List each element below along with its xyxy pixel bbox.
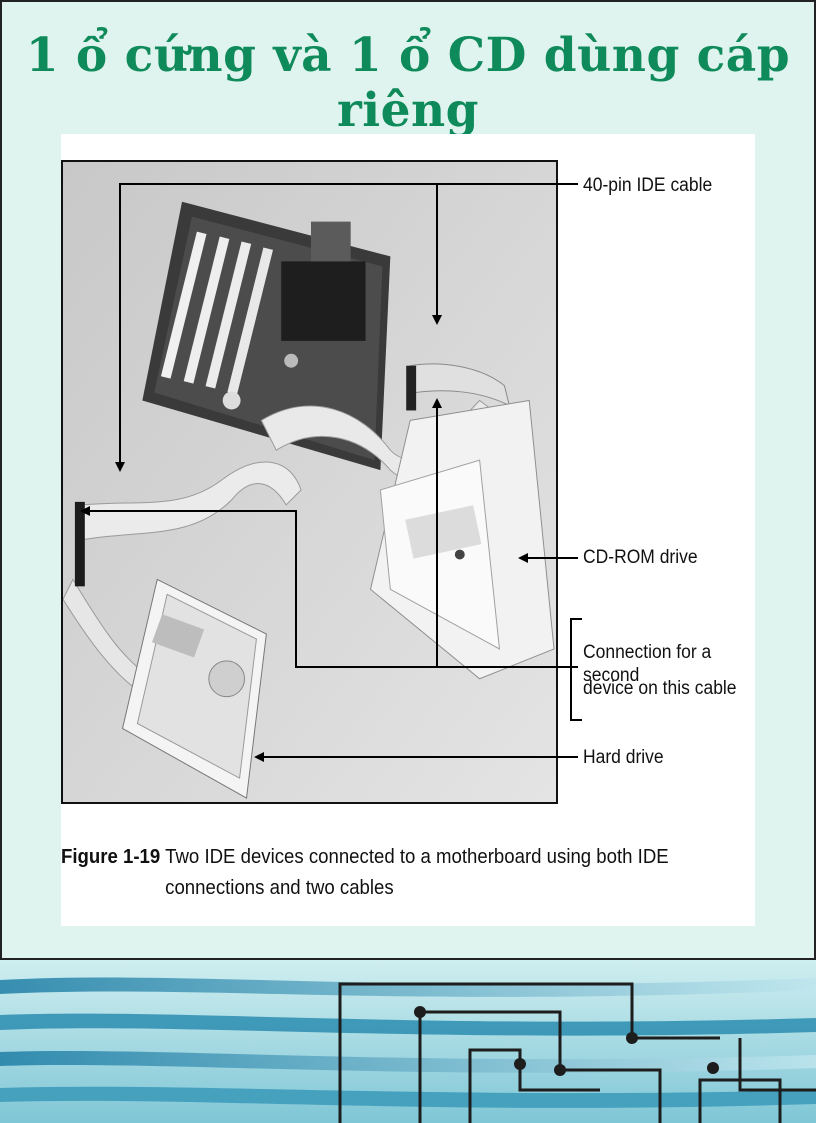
figure-panel: 40-pin IDE cable CD-ROM drive Connection… bbox=[61, 134, 755, 926]
callout-second-device-line1: Connection for a second bbox=[583, 642, 712, 686]
slide-title: 1 ổ cứng và 1 ổ CD dùng cáp riêng bbox=[25, 28, 791, 138]
figure-caption-text: Two IDE devices connected to a motherboa… bbox=[165, 846, 669, 899]
figure-number: Figure 1-19 bbox=[61, 846, 161, 868]
circuit-decoration-band bbox=[0, 960, 816, 1123]
callout-second-device-line2: device on this cable bbox=[583, 678, 737, 699]
callout-cdrom-drive: CD-ROM drive bbox=[583, 547, 698, 568]
hardware-photo-illustration bbox=[63, 162, 556, 802]
circuit-pattern-image bbox=[0, 960, 816, 1123]
callout-hard-drive: Hard drive bbox=[583, 747, 664, 768]
callout-ide-cable: 40-pin IDE cable bbox=[583, 175, 713, 196]
figure-photo bbox=[61, 160, 558, 804]
